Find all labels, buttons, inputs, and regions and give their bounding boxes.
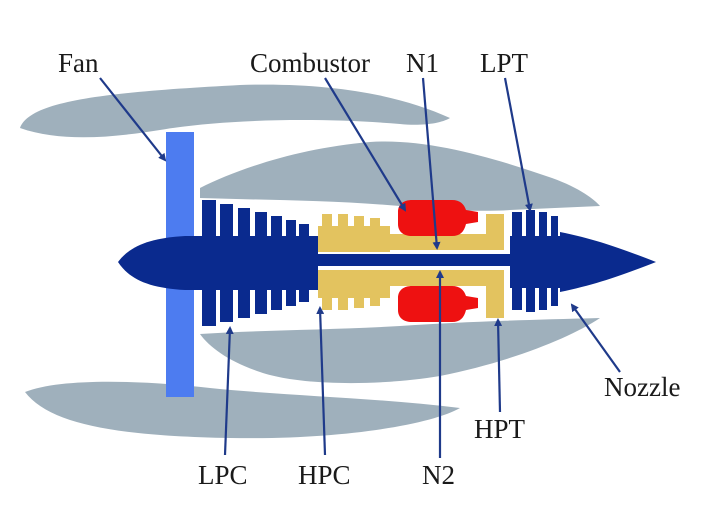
combustor-bottom xyxy=(398,286,478,322)
n2-label: N2 xyxy=(422,460,455,490)
nozzle-label: Nozzle xyxy=(604,372,680,402)
lpc-blades xyxy=(202,200,309,326)
high-pressure-shaft-bottom xyxy=(390,270,504,318)
fan-leader xyxy=(99,77,167,162)
hpc-bottom xyxy=(318,270,390,310)
hpc-leader xyxy=(316,306,327,456)
core-cowl-top xyxy=(200,141,600,211)
lpt-drum xyxy=(510,236,562,288)
hpt-leader xyxy=(494,318,503,413)
high-pressure-shaft-top xyxy=(390,214,504,250)
nozzle-cone xyxy=(560,232,656,292)
combustor-leader xyxy=(324,77,407,212)
n1-label: N1 xyxy=(406,48,439,78)
core-cowl-bottom xyxy=(200,318,600,384)
hpc-top xyxy=(318,214,390,252)
spinner xyxy=(118,236,205,290)
lpt-leader xyxy=(503,77,533,212)
lpt-label: LPT xyxy=(480,48,529,78)
combustor-top xyxy=(398,200,478,236)
nacelle-top xyxy=(20,84,450,138)
n1-leader xyxy=(421,77,441,250)
hpc-label: HPC xyxy=(298,460,351,490)
hpt-label: HPT xyxy=(474,414,526,444)
lpc-label: LPC xyxy=(198,460,248,490)
nozzle-leader xyxy=(570,303,621,373)
fan-label: Fan xyxy=(58,48,99,78)
lpc-leader xyxy=(223,326,234,456)
combustor-label: Combustor xyxy=(250,48,370,78)
nacelle-bottom xyxy=(25,381,460,439)
